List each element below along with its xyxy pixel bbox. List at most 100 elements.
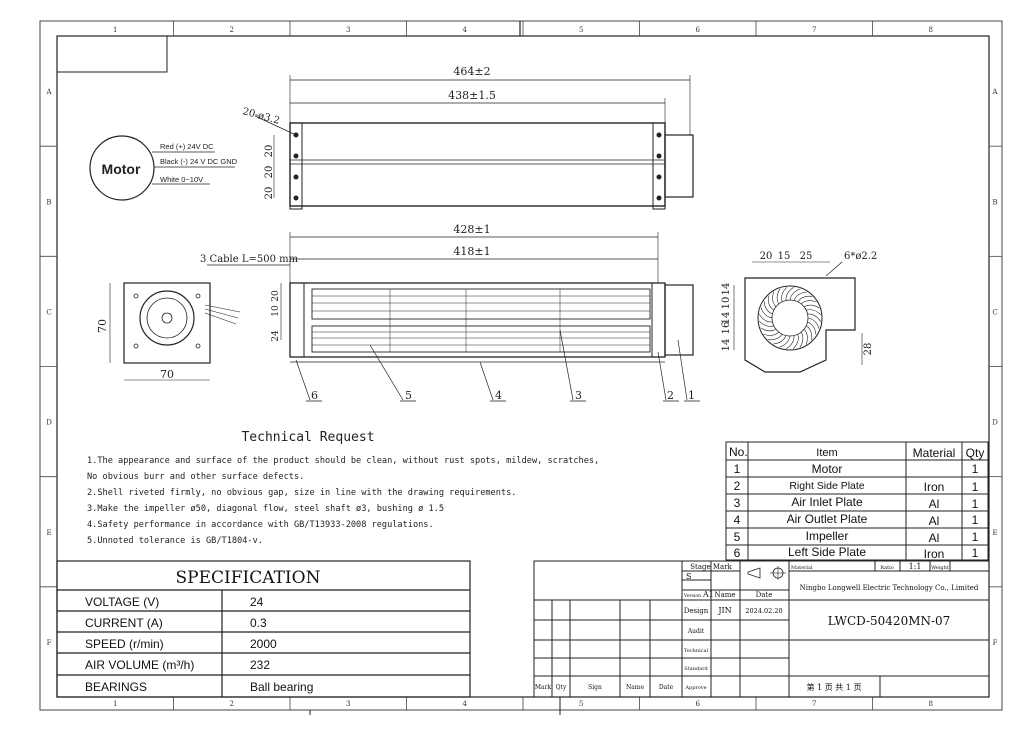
side-left-14a: 14 (721, 283, 732, 296)
side-left-14c: 14 (721, 339, 732, 352)
grid-column-label: 2 (230, 700, 234, 708)
bom-no: 2 (734, 479, 741, 493)
dim-overall-width: 428±1 (453, 223, 490, 236)
bom-item: Air Outlet Plate (787, 512, 868, 526)
grid-column-label: 3 (346, 700, 350, 708)
dim-body-length: 438±1.5 (448, 89, 496, 102)
bom-header-qty: Qty (966, 446, 985, 460)
front-motor (664, 284, 694, 356)
tech-line-2: No obvious burr and other surface defect… (87, 472, 304, 482)
impeller-blade (758, 320, 774, 327)
motor-end-housing (123, 282, 211, 364)
bom-no: 6 (734, 546, 741, 560)
page-count: 第 1 页 共 1 页 (807, 682, 862, 692)
impeller-blade (763, 331, 780, 336)
title-block (533, 560, 990, 698)
balloon-leader-5 (369, 344, 404, 401)
name-label: Name (714, 591, 735, 599)
spec-value: 232 (250, 658, 270, 672)
impeller-blade (803, 304, 820, 309)
bom-material: Al (929, 531, 940, 545)
left-dim-24: 24 (271, 330, 281, 342)
bom-no: 3 (734, 496, 741, 510)
tech-line-5: 4.Safety performance in accordance with … (87, 520, 434, 530)
impeller-blade (789, 288, 801, 301)
bom-no: 5 (734, 530, 741, 544)
grid-column-label: 7 (812, 26, 816, 34)
front-view-body (289, 282, 666, 358)
bom-qty: 1 (972, 462, 979, 476)
bom-qty: 1 (972, 480, 979, 494)
impeller-blade (792, 334, 799, 350)
rev-header-sign: Sign (588, 684, 602, 691)
side-view-impeller-inner (771, 299, 809, 337)
weight-label: Weight (931, 565, 949, 571)
top-view-labels: 464±2 438±1.5 20-ø3.2 20 20 20 (241, 65, 496, 199)
impeller-blade (781, 286, 788, 302)
grid-column-label: 7 (812, 700, 816, 708)
outer-frame (39, 20, 1003, 711)
tech-line-6: 5.Unnoted tolerance is GB/T1804-v. (87, 536, 263, 546)
impeller-blade (803, 328, 808, 345)
side-view-blades (758, 286, 822, 350)
side-left-14b: 14 (721, 312, 732, 325)
motor-screw (133, 293, 139, 299)
designer-name: JIN (717, 606, 731, 615)
balloon-3: 3 (575, 389, 582, 402)
grid-column-label: 8 (929, 700, 933, 708)
grid-column-label: 3 (346, 26, 350, 34)
motor-screw (133, 343, 139, 349)
bom-material: Al (929, 514, 940, 528)
rev-header-mark: Mark (535, 684, 552, 691)
grid-row-label: F (47, 639, 52, 647)
spec-value: 0.3 (250, 616, 267, 630)
projection-cone-icon (747, 567, 761, 579)
impeller-blade (767, 334, 783, 341)
front-inlet-plate (311, 288, 651, 320)
top-view-hole (293, 153, 299, 159)
bom-material: Iron (924, 547, 945, 561)
top-view-body (289, 122, 666, 207)
motor-screw (195, 293, 201, 299)
balloon-4: 4 (495, 389, 502, 402)
side-holes: 6*ø2.2 (844, 251, 877, 262)
side-right-28: 28 (863, 343, 874, 356)
spec-title: SPECIFICATION (176, 568, 321, 588)
stage-mark-label: Stage Mark (690, 563, 732, 571)
bom-material: Al (929, 497, 940, 511)
pitch-1: 20 (264, 145, 275, 158)
wire-label-red: Red (+) 24V DC (160, 142, 214, 151)
spec-value: 2000 (250, 637, 277, 651)
company-name: Ningbo Longwell Electric Technology Co.,… (800, 584, 979, 592)
balloon-leader-1 (677, 339, 688, 401)
grid-column-label: 6 (696, 700, 701, 708)
impeller-blade (800, 300, 817, 305)
bom-qty: 1 (972, 546, 979, 560)
grid-column-label: 8 (929, 26, 933, 34)
front-view-labels: 428±1 418±1 3 Cable L=500 mm 20 10 24 6 … (200, 223, 695, 402)
side-left-10: 10 (721, 297, 732, 310)
impeller-blade (807, 321, 817, 335)
impeller-blade (785, 286, 795, 301)
inner-frame (56, 35, 990, 698)
motor-wiring-diagram: Motor Red (+) 24V DC Black (-) 24 V DC G… (89, 135, 238, 201)
spec-label: CURRENT (A) (85, 616, 163, 630)
corner-box (56, 35, 168, 73)
grid-column-label: 5 (579, 700, 583, 708)
balloon-leader-2 (657, 351, 667, 401)
bom-item: Left Side Plate (788, 545, 866, 559)
impeller-blade (772, 291, 777, 308)
spec-text: SPECIFICATION VOLTAGE (V) 24 CURRENT (A)… (85, 568, 321, 694)
impeller-blades (312, 289, 650, 352)
grid-row-label: C (46, 308, 51, 316)
top-view-hole (293, 174, 299, 180)
spec-label: AIR VOLUME (m³/h) (85, 658, 194, 672)
holes-callout: 20-ø3.2 (241, 106, 281, 126)
grid-row-label: A (991, 88, 998, 96)
top-view-hole (293, 195, 299, 201)
motor-width-label: 70 (160, 368, 174, 381)
grid-column-label: 6 (696, 26, 701, 34)
grid-row-label: B (46, 198, 51, 206)
